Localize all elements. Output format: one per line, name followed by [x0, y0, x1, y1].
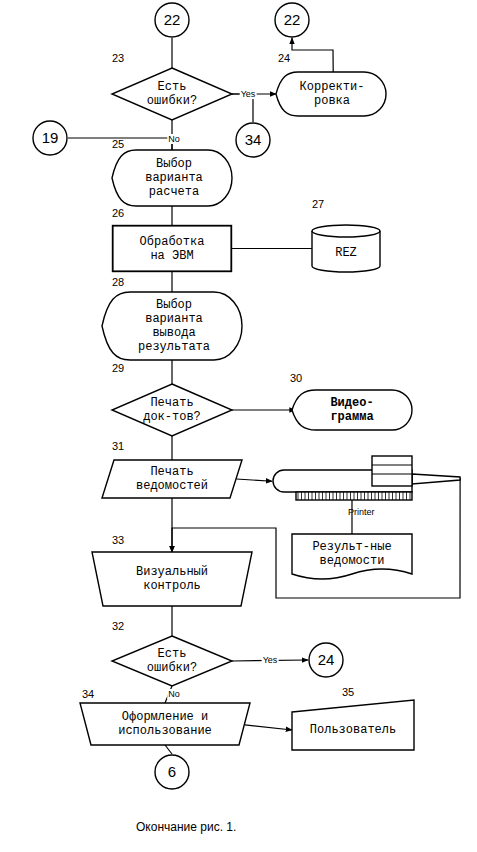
manual-operation: Оформление и использование	[80, 703, 250, 745]
flow-connector	[68, 138, 172, 150]
text-holder: Printer	[272, 452, 462, 520]
callout-number: 31	[112, 440, 124, 452]
text-holder: Видео- грамма	[292, 390, 412, 430]
text-holder: Есть ошибки?	[112, 636, 232, 686]
flow-connector	[165, 745, 172, 754]
manual-input: Пользователь	[292, 700, 414, 750]
text-holder: Выбор варианта расчета	[112, 150, 232, 206]
callout-number: 33	[112, 534, 124, 546]
connector-circle: 19	[32, 120, 68, 156]
flow-connector	[232, 409, 296, 410]
display-box: Выбор варианта расчета	[112, 150, 232, 206]
node-text: Есть ошибки?	[142, 647, 202, 675]
flow-connector	[351, 500, 352, 534]
flow-connector	[171, 360, 172, 384]
connector-circle: 22	[154, 2, 190, 38]
decision-diamond: Есть ошибки?	[112, 636, 232, 686]
display-box: Видео- грамма	[292, 390, 412, 430]
node-text: Печать док-тов?	[137, 396, 207, 424]
manual-operation: Визуальный контроль	[92, 552, 252, 606]
text-holder: 24	[308, 642, 344, 678]
callout-number: 30	[290, 372, 302, 384]
node-text: Оформление и использование	[95, 710, 235, 738]
flow-connector	[171, 436, 172, 460]
connector-number: 19	[42, 131, 59, 145]
text-holder: Есть ошибки?	[112, 68, 232, 120]
callout-number: 35	[342, 686, 354, 698]
flow-connector	[171, 498, 172, 552]
callout-number: 29	[112, 362, 124, 374]
document-shape: Результ-ные ведомости	[292, 534, 412, 582]
text-holder: Выбор варианта вывода результата	[102, 292, 242, 360]
text-holder: Корректи- ровка	[276, 72, 386, 116]
node-text: Выбор варианта расчета	[132, 157, 216, 199]
flow-connector	[171, 272, 172, 292]
connector-number: 22	[164, 13, 181, 27]
callout-number: 24	[278, 52, 290, 64]
node-text: Печать ведомостей	[117, 465, 227, 493]
text-holder: Печать ведомостей	[102, 460, 242, 498]
node-text: Выбор варианта вывода результата	[136, 298, 212, 354]
flow-connector	[171, 206, 172, 225]
node-text: REZ	[335, 246, 357, 260]
connector-circle: 24	[308, 642, 344, 678]
text-holder: 22	[154, 2, 190, 38]
display-box: Выбор варианта вывода результата	[102, 292, 242, 360]
edge-label: Yes	[262, 655, 279, 665]
connector-circle: 6	[154, 754, 190, 790]
node-text: Printer	[348, 505, 375, 519]
figure-caption: Окончание рис. 1.	[136, 820, 236, 834]
callout-number: 26	[112, 207, 124, 219]
edge-label: No	[167, 134, 181, 144]
text-holder: Оформление и использование	[80, 703, 250, 745]
callout-number: 34	[82, 688, 94, 700]
connector-circle: 34	[235, 122, 271, 158]
edge-label: Yes	[240, 89, 257, 99]
io-parallelogram: Печать ведомостей	[102, 460, 242, 498]
callout-number: 25	[112, 138, 124, 150]
decision-diamond: Есть ошибки?	[112, 68, 232, 120]
flow-connector	[171, 606, 172, 636]
node-text: Визуальный контроль	[117, 565, 227, 593]
callout-number: 28	[112, 276, 124, 288]
text-holder: Результ-ные ведомости	[292, 534, 412, 582]
decision-diamond: Печать док-тов?	[112, 384, 232, 436]
text-holder: Визуальный контроль	[92, 552, 252, 606]
callout-number: 27	[312, 198, 324, 210]
connector-number: 34	[245, 133, 262, 147]
node-text: Пользователь	[310, 723, 396, 737]
callout-number: 23	[112, 52, 124, 64]
flow-connector	[171, 38, 172, 68]
storage-cylinder: REZ	[312, 225, 380, 272]
text-holder: Печать док-тов?	[112, 384, 232, 436]
flow-connector	[236, 479, 272, 481]
text-holder: 22	[274, 2, 310, 38]
node-text: Есть ошибки?	[142, 80, 202, 108]
display-box: Корректи- ровка	[276, 72, 386, 116]
text-holder: 19	[32, 120, 68, 156]
edge-label: No	[167, 689, 181, 699]
flow-connector	[292, 38, 333, 72]
callout-number: 32	[112, 620, 124, 632]
connector-number: 6	[168, 765, 176, 779]
connector-number: 22	[284, 13, 301, 27]
printer-symbol: Printer	[272, 452, 462, 520]
flow-connector	[232, 248, 312, 249]
process-box: Обработка на ЭВМ	[112, 225, 232, 272]
text-holder: Обработка на ЭВМ	[112, 225, 232, 272]
node-text: Видео- грамма	[322, 396, 382, 424]
text-holder: Пользователь	[292, 700, 414, 750]
node-text: Результ-ные ведомости	[307, 540, 397, 568]
text-holder: 34	[235, 122, 271, 158]
connector-circle: 22	[274, 2, 310, 38]
text-holder: REZ	[312, 225, 380, 272]
flow-connector	[245, 725, 292, 730]
node-text: Обработка на ЭВМ	[132, 235, 212, 263]
text-holder: 6	[154, 754, 190, 790]
connector-number: 24	[318, 653, 335, 667]
node-text: Корректи- ровка	[294, 80, 370, 108]
